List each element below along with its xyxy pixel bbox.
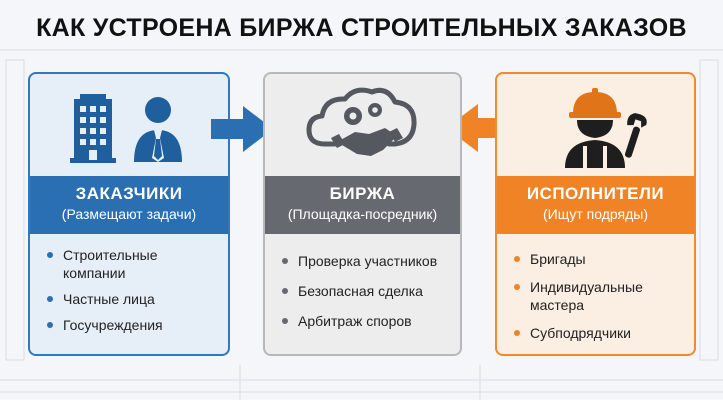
cloud-handshake-gears-icon <box>306 87 417 156</box>
list-item: Проверка участников <box>265 252 460 270</box>
bullet-dot-icon <box>514 330 520 336</box>
exchange-subtitle: (Площадка-посредник) <box>287 206 438 222</box>
bullet-dot-icon <box>47 322 53 328</box>
customers-title: ЗАКАЗЧИКИ <box>75 184 183 203</box>
businessman-icon <box>134 97 182 162</box>
list-item: Субподрядчики <box>497 324 694 342</box>
list-item: Арбитраж споров <box>265 312 460 330</box>
customers-icon-area <box>30 74 228 174</box>
bullet-dot-icon <box>47 252 53 258</box>
customers-card: ЗАКАЗЧИКИ (Размещают задачи) Строительны… <box>28 72 230 356</box>
bullet-dot-icon <box>282 258 288 264</box>
exchange-title: БИРЖА <box>329 184 396 203</box>
customers-list: Строительные компании Частные лица Госуч… <box>30 246 228 342</box>
bullet-dot-icon <box>282 318 288 324</box>
customers-band: ЗАКАЗЧИКИ (Размещают задачи) <box>30 176 228 234</box>
list-item: Индивидуальные мастера <box>497 278 694 314</box>
customers-subtitle: (Размещают задачи) <box>61 206 197 222</box>
bullet-dot-icon <box>514 256 520 262</box>
bullet-dot-icon <box>514 284 520 290</box>
builder-worker-wrench-icon <box>565 88 647 168</box>
contractors-subtitle: (Ищут подряды) <box>542 206 649 222</box>
list-item: Строительные компании <box>30 246 228 282</box>
page-title: КАК УСТРОЕНА БИРЖА СТРОИТЕЛЬНЫХ ЗАКАЗОВ <box>36 14 687 42</box>
list-item: Бригады <box>497 250 694 268</box>
list-item: Безопасная сделка <box>265 282 460 300</box>
list-item: Частные лица <box>30 290 228 308</box>
contractors-band: ИСПОЛНИТЕЛИ (Ищут подряды) <box>497 176 694 234</box>
arrow-left-icon <box>446 104 510 152</box>
contractors-title: ИСПОЛНИТЕЛИ <box>526 184 665 203</box>
contractors-list: Бригады Индивидуальные мастера Субподряд… <box>497 250 694 352</box>
office-building-icon <box>70 94 116 163</box>
exchange-icon-area <box>265 74 460 174</box>
contractors-icon-area <box>497 74 694 174</box>
bullet-dot-icon <box>282 288 288 294</box>
exchange-band: БИРЖА (Площадка-посредник) <box>265 176 460 234</box>
exchange-card: БИРЖА (Площадка-посредник) Проверка учас… <box>263 72 462 356</box>
bullet-dot-icon <box>47 296 53 302</box>
exchange-list: Проверка участников Безопасная сделка Ар… <box>265 252 460 342</box>
list-item: Госучреждения <box>30 316 228 334</box>
arrow-right-icon <box>211 106 273 152</box>
contractors-card: ИСПОЛНИТЕЛИ (Ищут подряды) Бригады Индив… <box>495 72 696 356</box>
